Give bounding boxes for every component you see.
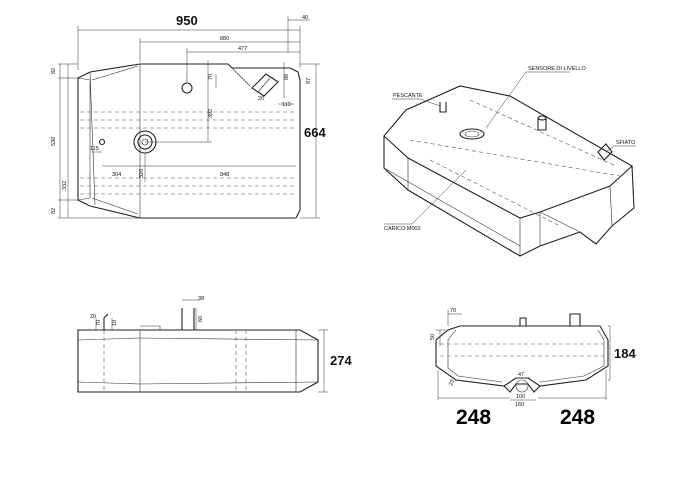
end-cap	[569, 313, 581, 326]
dim-82-top: 82	[51, 68, 57, 74]
dim-70-end: 70	[450, 308, 456, 314]
end-notch	[503, 383, 541, 393]
top-view: 950 40 880 477 82 530 332 82 664 115 304…	[51, 13, 326, 219]
dim-20: 20	[258, 96, 264, 102]
vent-cap	[181, 82, 193, 94]
dim-248-right: 248	[560, 406, 595, 429]
dim-880: 880	[220, 36, 229, 42]
side-cap	[181, 308, 195, 331]
dim-38: 38	[198, 296, 204, 302]
top-view-dimensions	[58, 16, 320, 219]
dim-60: 60	[198, 316, 204, 322]
pescante-dot	[98, 138, 106, 146]
dim-274: 274	[330, 353, 352, 368]
iso-pescante	[439, 102, 447, 113]
label-sfiato: SFIATO	[616, 140, 636, 146]
dim-160-end: 160	[515, 402, 524, 408]
label-sensore: SENSORE DI LIVELLO	[528, 66, 586, 72]
dim-113: 113	[282, 102, 291, 108]
dim-70-side: 70	[96, 320, 102, 326]
dim-320: 320	[139, 169, 145, 178]
dim-332: 332	[62, 181, 68, 190]
dim-848: 848	[220, 172, 229, 178]
iso-sensor	[459, 128, 485, 140]
iso-sfiato	[597, 143, 613, 161]
dim-115: 115	[90, 146, 99, 152]
dim-82-bottom: 82	[51, 208, 57, 214]
dim-88: 88	[284, 74, 290, 80]
iso-front-face	[383, 136, 635, 257]
dim-304: 304	[112, 172, 121, 178]
end-pescante	[519, 317, 527, 326]
dim-392: 392	[208, 109, 214, 118]
dim-530: 530	[51, 137, 57, 146]
dim-47-end: 47	[518, 372, 524, 378]
label-pescante: PESCANTE	[393, 93, 423, 99]
iso-cap	[537, 118, 547, 131]
top-view-chamfer-left	[77, 71, 96, 206]
top-view-outline	[77, 63, 301, 219]
label-carico: CARICO M002	[384, 226, 421, 232]
dim-100-end: 100	[516, 394, 525, 400]
dim-50-end: 50	[430, 334, 436, 340]
dim-248-left: 248	[456, 406, 491, 429]
top-view-ribs	[80, 111, 296, 195]
dim-97: 97	[306, 78, 312, 84]
filler-neck	[227, 63, 279, 97]
side-pescante	[103, 313, 109, 330]
isometric-view: PESCANTE SENSORE DI LIVELLO SFIATO CARIC…	[383, 66, 636, 257]
dim-950: 950	[176, 13, 198, 28]
iso-top-face	[383, 85, 633, 219]
end-view: 70 50 23 47 100 160 184 248 248	[430, 308, 636, 429]
dim-477: 477	[238, 46, 247, 52]
dim-20-side: 20	[90, 314, 96, 320]
dim-664: 664	[304, 125, 326, 140]
dim-10-side: 10	[112, 320, 118, 326]
dim-184: 184	[614, 346, 636, 361]
dim-40: 40	[302, 15, 308, 21]
side-view: 274 38 60 20 70 10	[77, 296, 352, 393]
dim-70: 70	[208, 74, 214, 80]
dim-23-end: 23	[448, 379, 456, 387]
